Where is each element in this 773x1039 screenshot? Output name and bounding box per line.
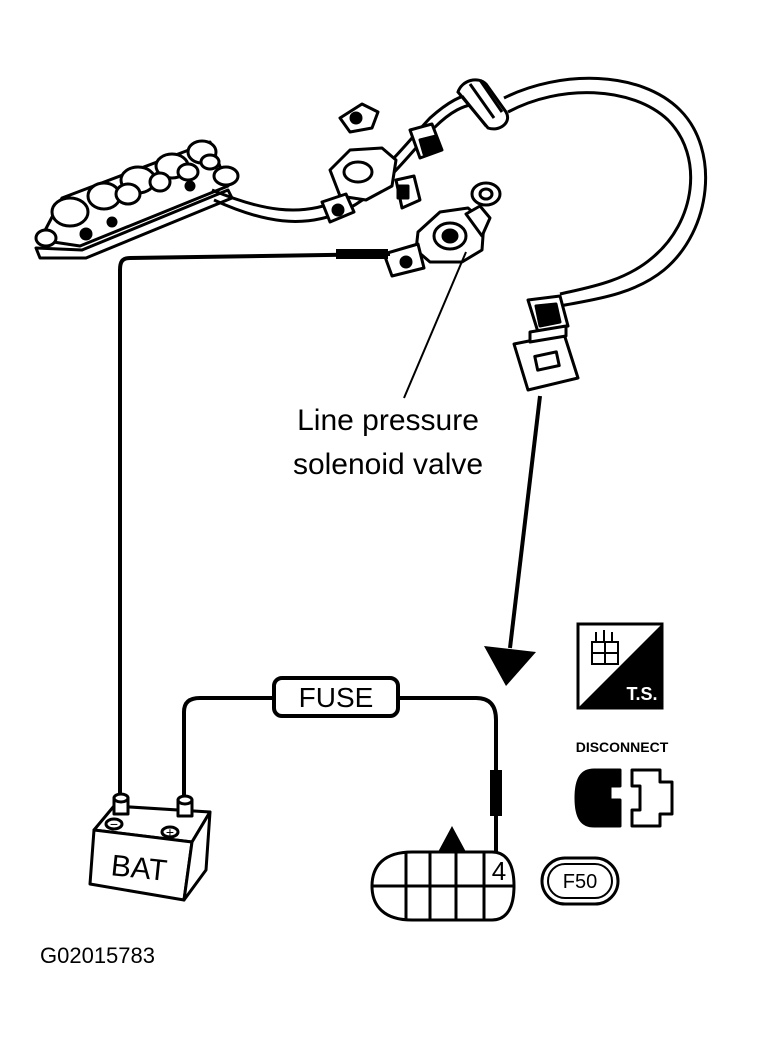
middle-bracket-cluster [320, 102, 444, 224]
valve-body-assembly [34, 139, 240, 260]
battery-label: BAT [109, 849, 168, 888]
ts-badge-label: T.S. [626, 684, 657, 704]
battery-negative-symbol: − [110, 816, 118, 832]
probe-connector-side [490, 770, 502, 816]
connector-key-tab [438, 826, 466, 852]
harness-grommet [456, 78, 509, 131]
fuse: FUSE [272, 676, 400, 718]
callout-label-line1: Line pressure [297, 404, 479, 437]
harness-main [503, 76, 707, 308]
connector-id-label: F50 [563, 871, 597, 893]
battery [88, 792, 212, 902]
connector-pin-number: 4 [492, 856, 506, 886]
wire-fuse-circuit [182, 696, 498, 852]
line-pressure-solenoid-valve [382, 181, 502, 278]
fuse-label: FUSE [299, 682, 374, 713]
callout-leader [403, 251, 467, 399]
probe-solenoid-side [336, 249, 388, 259]
wire-solenoid-to-battery [118, 252, 391, 800]
ts-badge: T.S. [576, 622, 664, 710]
disconnect-connector-icon [574, 768, 674, 828]
battery-positive-symbol: + [166, 824, 174, 840]
connector-tester-icon [591, 630, 619, 665]
figure-id: G02015783 [40, 943, 155, 968]
connector-pointer-arrow [484, 395, 542, 686]
disconnect-label: DISCONNECT [576, 739, 669, 755]
harness-connector [512, 294, 580, 392]
callout-label-line2: solenoid valve [293, 448, 483, 481]
connector-face [370, 850, 516, 922]
connector-id-badge: F50 [540, 856, 620, 906]
